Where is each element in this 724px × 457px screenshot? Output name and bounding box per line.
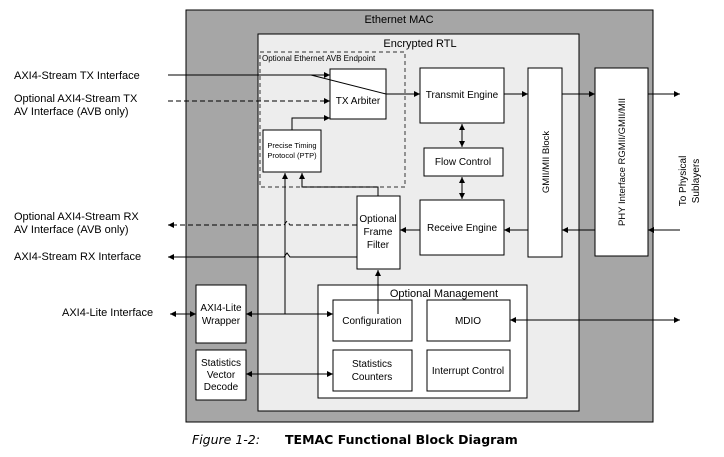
opt-axi-rx-label-2: AV Interface (AVB only) — [14, 224, 129, 236]
transmit-engine-label: Transmit Engine — [426, 90, 499, 101]
stats-counters-label-2: Counters — [352, 372, 393, 383]
frame-filter-block — [356, 195, 401, 270]
flow-control-block — [423, 147, 504, 177]
gmii-block — [527, 67, 563, 258]
axi-lite-wrapper-block — [195, 284, 247, 344]
axi-lite-wrapper-label-2: Wrapper — [202, 316, 241, 327]
avb-endpoint-label: Optional Ethernet AVB Endpoint — [262, 54, 376, 63]
gmii-block-label: GMII/MII Block — [541, 131, 552, 194]
axi-lite-interface-label: AXI4-Lite Interface — [62, 307, 153, 319]
phy-interface-block — [594, 67, 649, 257]
interrupt-control-label: Interrupt Control — [432, 366, 504, 377]
figure-title: TEMAC Functional Block Diagram — [285, 432, 518, 447]
opt-axi-tx-label-2: AV Interface (AVB only) — [14, 106, 129, 118]
mdio-block — [426, 299, 511, 342]
stats-vector-label-2: Vector — [207, 370, 236, 381]
interrupt-control-block — [426, 349, 511, 392]
opt-axi-rx-label-1: Optional AXI4-Stream RX — [14, 211, 139, 223]
ptp-label-2: Protocol (PTP) — [267, 151, 317, 160]
stats-counters-label-1: Statistics — [352, 359, 392, 370]
filter-to-opt-axi-rx — [168, 220, 357, 228]
stats-counters-block — [332, 349, 413, 392]
phy-interface-label: PHY Interface RGMII/GMII/MII — [617, 98, 628, 226]
tx-arbiter-block — [329, 68, 387, 120]
filter-to-ptp — [299, 173, 379, 196]
ptp-label-1: Precise Timing — [267, 141, 316, 150]
receive-engine-block — [419, 199, 505, 256]
receive-engine-label: Receive Engine — [427, 223, 497, 234]
to-physical-label-1: To Physical — [678, 156, 689, 207]
encrypted-rtl-label: Encrypted RTL — [383, 38, 456, 50]
axi-tx-interface-label: AXI4-Stream TX Interface — [14, 70, 140, 82]
optional-management-label: Optional Management — [390, 288, 498, 300]
transmit-engine-block — [419, 67, 505, 124]
figure-number: Figure 1-2: — [192, 432, 260, 447]
arbiter-switch-symbol — [310, 74, 387, 95]
configuration-block — [332, 299, 413, 342]
frame-filter-label-2: Frame — [364, 227, 393, 238]
ethernet-mac-label: Ethernet MAC — [364, 14, 433, 26]
to-physical-label-2: Sublayers — [691, 159, 702, 203]
connections — [168, 72, 680, 377]
stats-vector-label-1: Statistics — [201, 358, 241, 369]
opt-axi-tx-label-1: Optional AXI4-Stream TX — [14, 93, 138, 105]
configuration-label: Configuration — [342, 316, 401, 327]
frame-filter-label-1: Optional — [359, 214, 396, 225]
stats-vector-block — [195, 349, 247, 401]
tx-arbiter-label: TX Arbiter — [336, 96, 381, 107]
frame-filter-label-3: Filter — [367, 240, 390, 251]
ptp-to-arbiter — [291, 115, 330, 130]
axi-lite-wrapper-label-1: AXI4-Lite — [200, 303, 242, 314]
mdio-label: MDIO — [455, 316, 481, 327]
stats-vector-label-3: Decode — [204, 382, 239, 393]
flow-control-label: Flow Control — [435, 157, 491, 168]
axi-rx-interface-label: AXI4-Stream RX Interface — [14, 251, 141, 263]
filter-to-axi-rx — [168, 252, 357, 260]
